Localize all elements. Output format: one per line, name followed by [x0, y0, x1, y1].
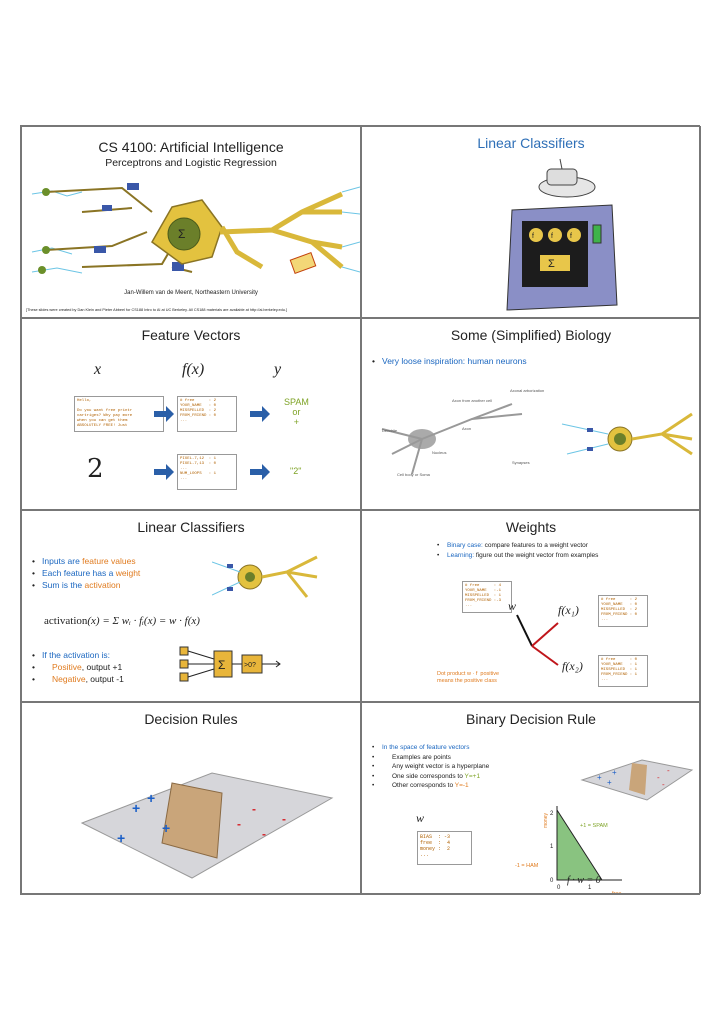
robot-illustration: f f f Σ [506, 158, 618, 311]
svg-text:+: + [607, 778, 612, 787]
slide-linear-classifiers: Linear Classifiers Inputs are feature va… [21, 510, 361, 702]
svg-text:+: + [162, 820, 170, 836]
x-axis-label: free [612, 891, 622, 894]
svg-text:Nucleus: Nucleus [432, 450, 446, 455]
slide-title-text: Weights [505, 519, 557, 535]
threshold-label: >0? [244, 662, 256, 669]
slide-feature-vectors: Feature Vectors x f(x) y Hello, Do you w… [21, 318, 361, 510]
activation-rules: If the activation is: Positive, output +… [32, 649, 124, 685]
svg-text:-: - [262, 827, 266, 841]
author-line: Jan-Willem van de Meent, Northeastern Un… [124, 290, 258, 296]
y-axis-label: money [543, 813, 549, 829]
bullet-list: In the space of feature vectors Examples… [372, 743, 489, 791]
arrow-icon [154, 464, 174, 480]
svg-text:+: + [147, 790, 155, 806]
slide-title: CS 4100: Artificial Intelligence Percept… [21, 126, 361, 318]
neuron-icon [212, 555, 318, 598]
x-label: x [94, 361, 102, 378]
svg-text:+: + [117, 830, 125, 846]
svg-text:Σ: Σ [548, 258, 555, 270]
slide-biology: Some (Simplified) Biology Very loose ins… [361, 318, 701, 510]
slide-binary-decision-rule: Binary Decision Rule In the space of fea… [361, 702, 701, 894]
bullet-list: Inputs are feature values Each feature h… [32, 555, 140, 591]
arrow-icon [250, 406, 270, 422]
slide-title-text: Feature Vectors [141, 327, 241, 343]
handwritten-digit: 2 [87, 454, 104, 484]
svg-text:+: + [612, 768, 617, 777]
svg-text:Synapses: Synapses [512, 460, 530, 465]
digit-label: "2" [290, 466, 302, 476]
biology-neuron-figure: Axon from another cell Axonal arborizati… [381, 388, 693, 477]
bullet-list: Very loose inspiration: human neurons [372, 355, 527, 367]
ham-label: -1 = HAM [515, 863, 539, 869]
svg-text:f: f [532, 233, 534, 240]
slide-title-text: Some (Simplified) Biology [450, 327, 612, 343]
w-label: w [416, 811, 425, 825]
fx-label: f(x) [182, 361, 205, 378]
svg-text:+: + [597, 773, 602, 782]
fx1-label: f(x₁) [558, 603, 579, 617]
fx2-label: f(x₂) [562, 659, 583, 673]
svg-text:-: - [662, 780, 665, 789]
svg-text:2: 2 [550, 811, 554, 817]
svg-text:f: f [551, 233, 553, 240]
feature-vector-digit: PIXEL-7,12 : 1 PIXEL-7,13 : 0 ... NUM_LO… [177, 454, 237, 490]
slide-weights: Weights Binary case: compare features to… [361, 510, 701, 702]
svg-text:-: - [237, 817, 241, 831]
slide-title-text: Linear Classifiers [137, 519, 245, 535]
slide-title-text: Linear Classifiers [477, 135, 585, 151]
feature-vector-spam: # free : 2 YOUR_NAME : 0 MISSPELLED : 2 … [177, 396, 237, 432]
slide-subtitle: Perceptrons and Logistic Regression [105, 157, 277, 169]
svg-text:Axon: Axon [462, 426, 471, 431]
feature-vector-1: # free : 2 YOUR_NAME : 0 MISSPELLED : 2 … [598, 595, 648, 627]
bullet-list: Binary case: compare features to a weigh… [437, 541, 598, 560]
svg-text:0: 0 [550, 878, 554, 884]
dot-product-note: Dot product w · f positive means the pos… [437, 671, 500, 684]
svg-text:1: 1 [550, 844, 554, 850]
weight-table: BIAS : -3 free : 4 money : 2 ... [417, 831, 472, 865]
arrow-icon [154, 406, 174, 422]
weight-vector-arrows [516, 614, 559, 666]
svg-text:-: - [657, 773, 660, 782]
svg-text:-: - [282, 812, 286, 826]
activation-formula: activation(x) = Σ wᵢ · fᵢ(x) = w · f(x) [44, 615, 200, 627]
svg-text:0: 0 [557, 885, 561, 891]
svg-text:-: - [667, 766, 670, 775]
slide-decision-rules: Decision Rules ++++ ---- [21, 702, 361, 894]
weight-vector: # free : 4 YOUR_NAME :-1 MISSPELLED : 1 … [462, 581, 512, 613]
svg-text:Σ: Σ [178, 227, 185, 241]
decision-boundary-plot: 2 1 0 0 1 [550, 806, 622, 891]
svg-text:Σ: Σ [218, 658, 225, 672]
boundary-equation: f · w = 0 [567, 875, 601, 886]
credit-line: [These slides were created by Dan Klein … [26, 308, 287, 312]
slide-linear-classifiers-robot: Linear Classifiers f f f Σ [361, 126, 701, 318]
y-label: y [274, 361, 282, 378]
svg-text:Axon from another cell: Axon from another cell [452, 398, 492, 403]
svg-text:Cell body or Soma: Cell body or Soma [397, 472, 431, 477]
slide-grid: CS 4100: Artificial Intelligence Percept… [20, 125, 701, 895]
svg-text:Axonal arborization: Axonal arborization [510, 388, 544, 393]
arrow-icon [250, 464, 270, 480]
slide-title-text: Binary Decision Rule [466, 711, 596, 727]
feature-vector-2: # free : 0 YOUR_NAME : 1 MISSPELLED : 1 … [598, 655, 648, 687]
svg-text:+: + [132, 800, 140, 816]
svg-text:-: - [252, 802, 256, 816]
email-snippet: Hello, Do you want free printr cartriges… [74, 396, 164, 432]
decision-plane-figure: ++++ ---- [80, 772, 334, 879]
slide-title-text: Decision Rules [144, 711, 238, 727]
slide-title-text: CS 4100: Artificial Intelligence [98, 139, 284, 155]
spam-label: +1 = SPAM [580, 823, 608, 829]
svg-text:1: 1 [588, 885, 592, 891]
w-label: w [508, 599, 517, 613]
mini-decision-plane: +++ --- [580, 759, 694, 801]
svg-text:f: f [570, 233, 572, 240]
svg-text:Dendrite: Dendrite [382, 428, 398, 433]
neuron-illustration: Σ [31, 183, 360, 274]
perceptron-diagram: Σ >0? [179, 646, 281, 682]
